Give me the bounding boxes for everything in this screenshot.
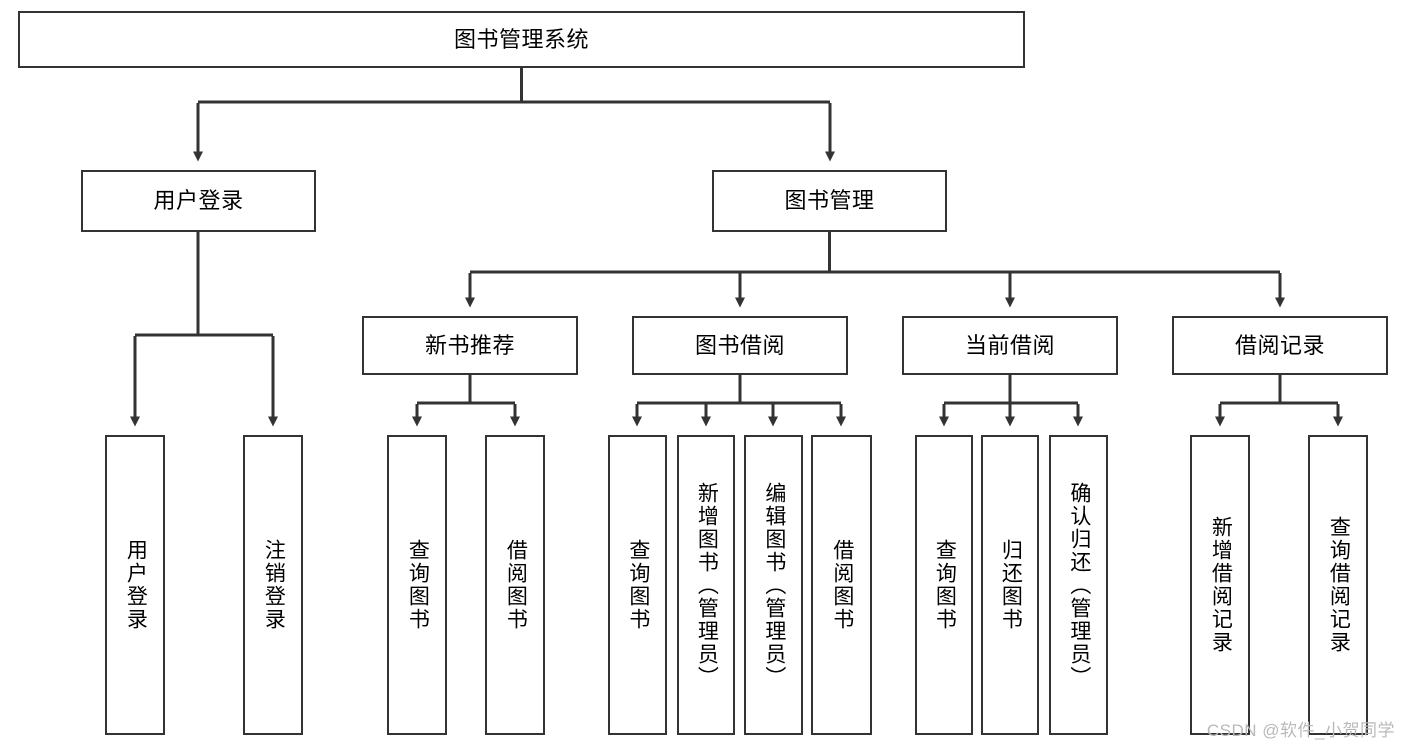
node-leaf-query-borrow-record-label: 查询借阅记录 [1327,516,1351,654]
node-leaf-user-login[interactable]: 用户登录 [105,435,165,735]
node-leaf-borrow-book-rec-label: 借阅图书 [504,539,528,631]
node-leaf-logout-label: 注销登录 [262,539,286,631]
node-leaf-query-borrow-record[interactable]: 查询借阅记录 [1308,435,1368,735]
node-leaf-add-book-admin-label: 新增图书（管理员） [695,481,719,689]
node-leaf-return-book[interactable]: 归还图书 [981,435,1039,735]
node-leaf-return-book-label: 归还图书 [999,539,1023,631]
node-leaf-borrow-book-rec[interactable]: 借阅图书 [485,435,545,735]
node-borrow-record-label: 借阅记录 [1234,332,1325,358]
node-leaf-edit-book-admin-label: 编辑图书（管理员） [762,481,786,689]
node-leaf-query-book-rec-label: 查询图书 [406,539,430,631]
node-current-borrow-label: 当前借阅 [964,332,1055,358]
node-leaf-edit-book-admin[interactable]: 编辑图书（管理员） [744,435,803,735]
node-book-manage[interactable]: 图书管理 [712,170,947,232]
node-leaf-query-book-current-label: 查询图书 [933,539,957,631]
node-leaf-query-book-current[interactable]: 查询图书 [915,435,973,735]
node-leaf-borrow-book[interactable]: 借阅图书 [811,435,872,735]
node-new-book-recommend-label: 新书推荐 [424,332,515,358]
node-leaf-user-login-label: 用户登录 [124,539,148,631]
node-book-manage-label: 图书管理 [784,188,875,214]
node-leaf-query-book-rec[interactable]: 查询图书 [387,435,447,735]
node-root-label: 图书管理系统 [453,26,589,52]
node-book-borrow-label: 图书借阅 [694,332,785,358]
node-leaf-query-book-borrow[interactable]: 查询图书 [608,435,667,735]
node-leaf-query-book-borrow-label: 查询图书 [626,539,650,631]
node-leaf-add-borrow-record-label: 新增借阅记录 [1209,516,1233,654]
node-leaf-confirm-return-admin-label: 确认归还（管理员） [1067,481,1091,689]
node-borrow-record[interactable]: 借阅记录 [1172,316,1388,375]
node-leaf-add-book-admin[interactable]: 新增图书（管理员） [677,435,735,735]
node-leaf-logout[interactable]: 注销登录 [243,435,303,735]
node-user-login-label: 用户登录 [153,188,244,214]
node-leaf-add-borrow-record[interactable]: 新增借阅记录 [1190,435,1250,735]
node-leaf-confirm-return-admin[interactable]: 确认归还（管理员） [1049,435,1108,735]
node-user-login[interactable]: 用户登录 [81,170,316,232]
node-leaf-borrow-book-label: 借阅图书 [830,539,854,631]
node-book-borrow[interactable]: 图书借阅 [632,316,848,375]
node-current-borrow[interactable]: 当前借阅 [902,316,1118,375]
node-root[interactable]: 图书管理系统 [18,11,1025,68]
watermark: CSDN @软件_小贺同学 [1206,721,1395,740]
node-new-book-recommend[interactable]: 新书推荐 [362,316,578,375]
